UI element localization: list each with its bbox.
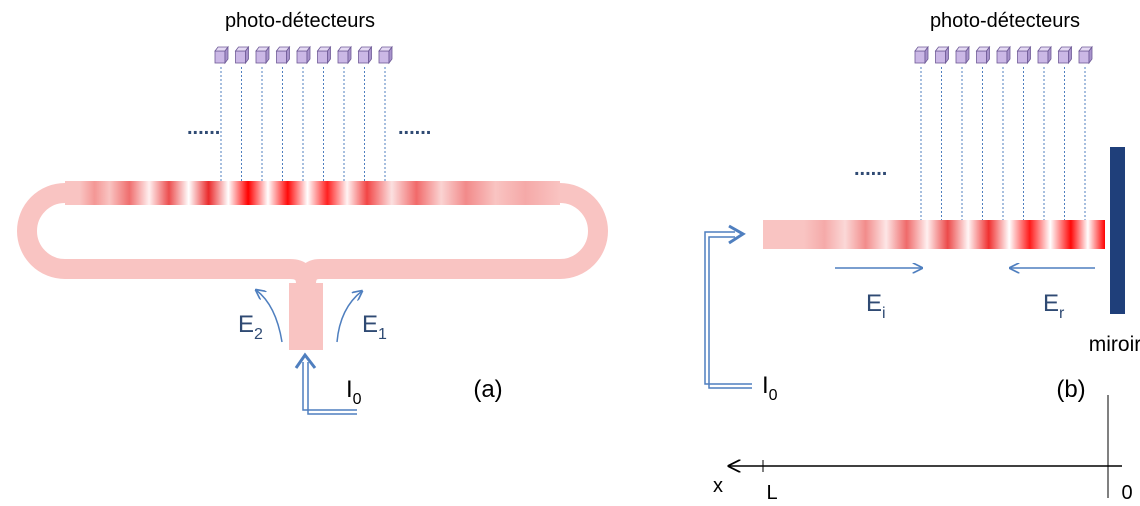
photodetector — [1057, 45, 1073, 65]
panel-b: photo-détecteurs ...... Ei Er miroir I0 … — [704, 10, 1140, 504]
photodetector-array-a — [214, 45, 393, 181]
photodetector — [255, 45, 270, 65]
panel-a-label: (a) — [473, 376, 502, 403]
photodetector — [1037, 45, 1052, 65]
panel-a: photo-détecteurs ...... ...... E2 E1 I0 … — [17, 10, 608, 415]
photodetector — [357, 45, 373, 65]
photodetector — [996, 45, 1011, 65]
ellipsis-right-a: ...... — [398, 117, 431, 139]
field-ei-label: Ei — [866, 290, 886, 322]
mirror — [1110, 147, 1125, 314]
interference-fringes-a — [65, 181, 560, 205]
photodetector — [296, 45, 311, 65]
origin-label: 0 — [1121, 482, 1132, 504]
ellipsis-left-a: ...... — [187, 117, 220, 139]
photodetector — [378, 45, 393, 65]
photodetector — [316, 45, 332, 65]
mirror-label: miroir — [1089, 333, 1140, 356]
L-label: L — [766, 482, 777, 504]
photodetector — [1016, 45, 1032, 65]
photodetector — [975, 45, 991, 65]
linear-waveguide — [763, 220, 1105, 249]
input-stem — [289, 283, 323, 350]
ring-waveguide — [17, 181, 608, 350]
panel-b-label: (b) — [1056, 376, 1085, 403]
photodetector — [934, 45, 950, 65]
e2-arrow — [256, 290, 283, 343]
e1-arrow — [336, 291, 362, 343]
photodetector — [955, 45, 970, 65]
photodetector — [275, 45, 291, 65]
input-intensity-label-b: I0 — [762, 372, 778, 404]
photodetector — [337, 45, 352, 65]
x-axis-label: x — [713, 475, 723, 497]
field-er-label: Er — [1043, 290, 1065, 322]
photodetectors-label-a: photo-détecteurs — [225, 10, 375, 32]
input-intensity-label-a: I0 — [346, 376, 362, 408]
photodetector — [214, 45, 229, 65]
input-arrow-a — [294, 352, 357, 415]
input-arrow-b — [704, 224, 752, 389]
photodetector — [914, 45, 929, 65]
field-e1-label: E1 — [362, 311, 387, 343]
photodetector — [1078, 45, 1093, 65]
photodetector-array-b — [914, 45, 1093, 220]
ellipsis-b: ...... — [854, 158, 887, 180]
photodetector — [234, 45, 250, 65]
photodetectors-label-b: photo-détecteurs — [930, 10, 1080, 32]
field-e2-label: E2 — [238, 311, 263, 343]
